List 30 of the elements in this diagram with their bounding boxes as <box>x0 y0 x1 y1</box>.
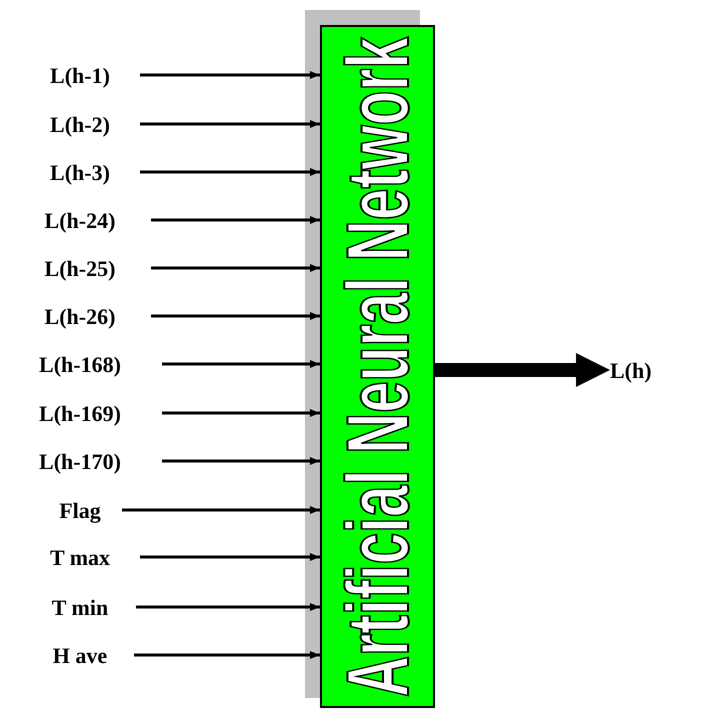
input-label: Flag <box>59 496 101 525</box>
input-label: H ave <box>52 642 108 670</box>
arrow <box>151 216 320 224</box>
output-label: L(h) <box>610 356 652 385</box>
arrow <box>136 603 320 611</box>
input-label: L(h-25) <box>44 254 116 283</box>
arrow <box>140 71 320 79</box>
arrow <box>140 168 320 176</box>
arrow <box>140 120 320 128</box>
input-label: L(h-2) <box>50 110 110 139</box>
arrow <box>162 360 320 368</box>
arrow <box>122 506 320 514</box>
arrow <box>140 553 320 561</box>
arrow <box>134 651 320 659</box>
input-label: L(h-168) <box>39 350 121 379</box>
input-label: L(h-169) <box>39 400 121 428</box>
input-label: L(h-170) <box>39 448 121 476</box>
arrow <box>151 264 320 272</box>
input-label: T min <box>52 594 108 622</box>
arrow <box>162 457 320 465</box>
arrow <box>435 353 610 387</box>
input-label: T max <box>50 544 110 572</box>
arrow <box>162 409 320 417</box>
arrow <box>151 312 320 320</box>
input-label: L(h-26) <box>44 302 116 331</box>
input-label: L(h-3) <box>50 158 110 187</box>
input-label: L(h-24) <box>44 206 116 235</box>
network-box <box>320 25 435 708</box>
vertical-title: Artificial Neural Network <box>334 36 422 697</box>
input-label: L(h-1) <box>50 62 110 90</box>
